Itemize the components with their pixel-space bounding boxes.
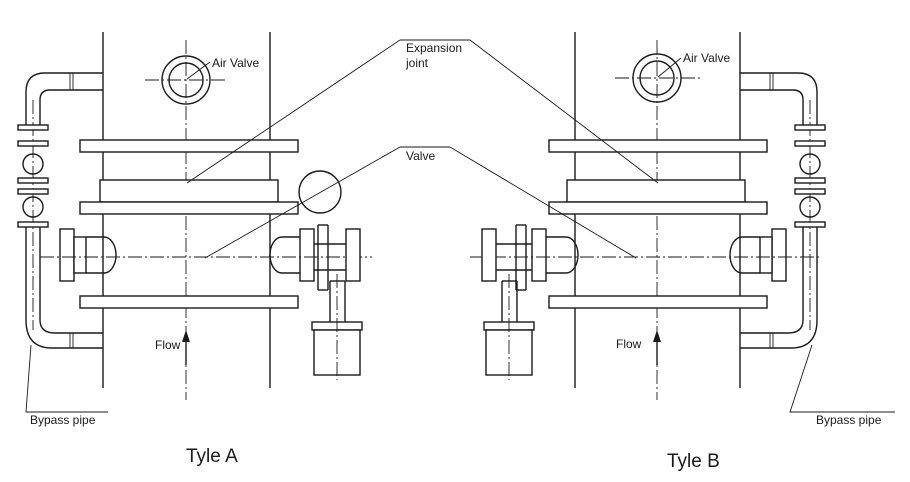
expansion-joint-label-line1: Expansion [406, 41, 462, 55]
type-b-middle-flange [548, 201, 768, 215]
type-b-air-valve-label: Air Valve [683, 51, 730, 65]
expansion-joint-label-line2: joint [405, 56, 429, 70]
type-b-flow-arrow [653, 330, 661, 365]
type-a-air-valve-label: Air Valve [212, 56, 259, 70]
type-b-right-branch [729, 228, 787, 282]
type-a-flow-label: Flow [155, 338, 181, 352]
type-b-assembly [470, 32, 826, 400]
type-b-caption: Tyle B [667, 451, 720, 472]
type-a-valve-circle [298, 170, 342, 214]
type-a-bottom-flange [79, 295, 299, 309]
type-b-bypass-pipe [740, 72, 826, 349]
type-a-top-flange [79, 139, 299, 153]
type-b-flow-label: Flow [616, 337, 642, 351]
type-b-bottom-flange [548, 295, 768, 309]
type-a-right-branch [269, 228, 315, 282]
valve-label: Valve [406, 149, 435, 163]
type-a-middle-flange [79, 201, 299, 215]
type-a-bypass-pipe [17, 72, 103, 349]
type-a-left-branch [59, 228, 117, 282]
type-a-caption: Tyle A [186, 446, 238, 467]
type-b-valve-tee [481, 224, 535, 380]
type-a-valve-tee [311, 224, 363, 380]
type-a-air-valve [145, 55, 228, 105]
leader-lines [25, 39, 895, 413]
type-a-flow-arrow [182, 330, 190, 365]
type-b-bypass-pipe-label: Bypass pipe [816, 413, 882, 427]
type-a-expansion-joint [99, 179, 279, 203]
type-b-air-valve [615, 53, 700, 103]
type-b-left-branch [531, 228, 579, 282]
type-a-assembly [17, 32, 372, 400]
type-b-expansion-joint [566, 179, 746, 203]
type-b-top-flange [548, 139, 768, 153]
type-a-bypass-pipe-label: Bypass pipe [30, 413, 96, 427]
